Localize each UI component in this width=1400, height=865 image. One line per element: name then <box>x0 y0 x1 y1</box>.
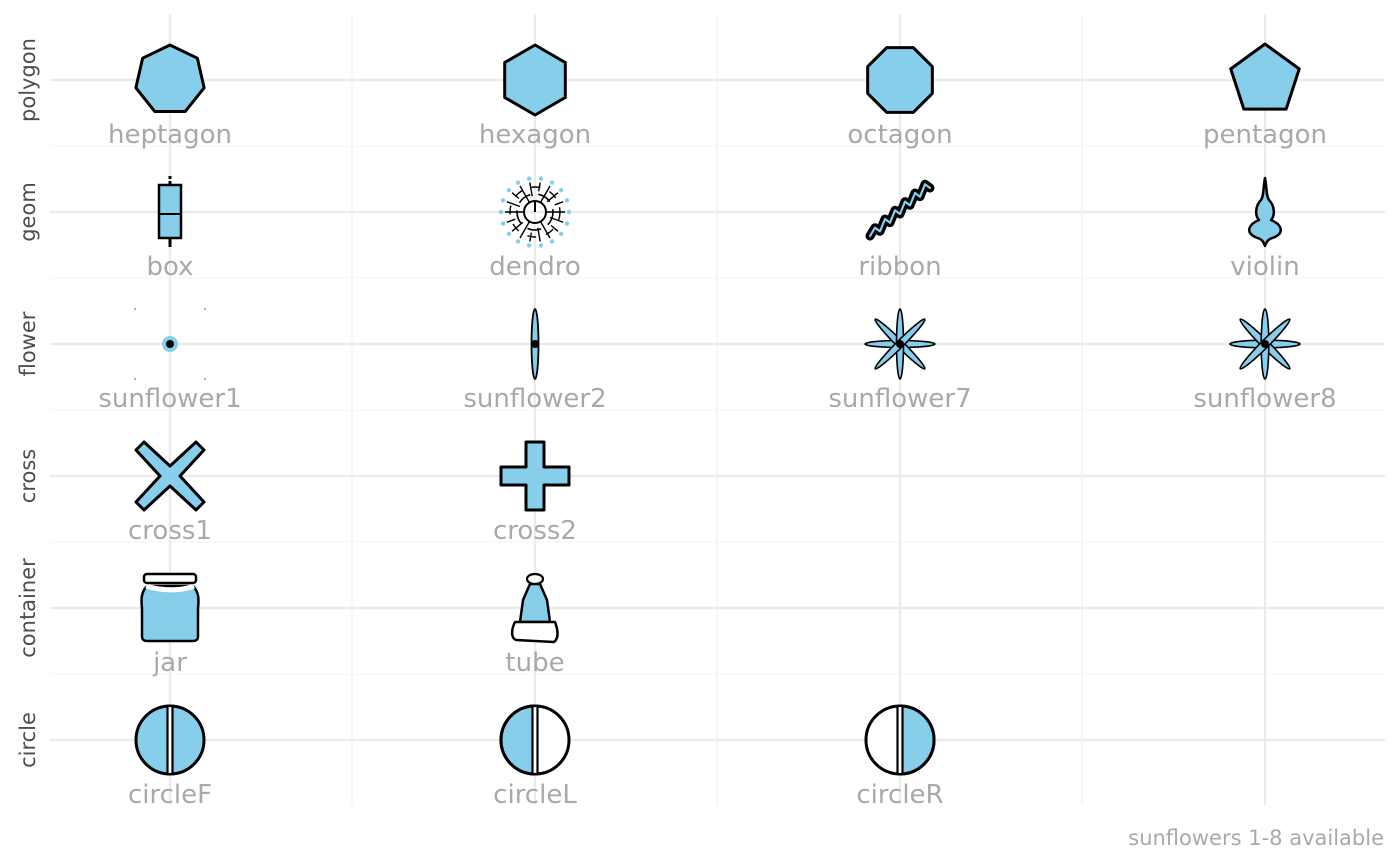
shape-mark-cross2 <box>499 440 571 512</box>
row-labels: polygon geom flower cross container circle <box>16 38 40 768</box>
shape-label-octagon: octagon <box>847 120 952 150</box>
shape-label-violin: violin <box>1230 252 1299 282</box>
shape-label-tube: tube <box>505 648 564 678</box>
shape-mark-sunflower8 <box>1229 308 1301 380</box>
row-label-circle: circle <box>16 712 40 768</box>
shape-label-sunflower2: sunflower2 <box>463 384 606 414</box>
row-label-cross: cross <box>16 449 40 503</box>
shape-label-ribbon: ribbon <box>858 252 941 282</box>
shape-label-pentagon: pentagon <box>1203 120 1327 150</box>
shape-mark-box <box>157 176 183 247</box>
shape-mark-violin <box>1247 176 1283 248</box>
shape-mark-heptagon <box>134 43 206 114</box>
shape-mark-sunflower2 <box>530 308 540 380</box>
shape-mark-hexagon <box>503 43 567 117</box>
row-label-flower: flower <box>16 311 40 376</box>
shape-mark-sunflower1 <box>134 308 206 380</box>
shape-mark-circleF <box>134 704 206 776</box>
shape-mark-pentagon <box>1229 42 1301 111</box>
shape-mark-cross1 <box>134 440 206 512</box>
row-label-polygon: polygon <box>16 38 40 122</box>
row-label-geom: geom <box>16 182 40 242</box>
shape-label-heptagon: heptagon <box>108 120 232 150</box>
shape-labels: heptagon hexagon octagon pentagon box dendro r… <box>98 120 1336 810</box>
shape-label-jar: jar <box>152 648 187 678</box>
shape-label-cross1: cross1 <box>128 516 212 546</box>
shape-label-sunflower8: sunflower8 <box>1193 384 1336 414</box>
grid-lines <box>50 14 1385 805</box>
shape-mark-tube <box>510 572 559 644</box>
shape-mark-circleR <box>864 704 936 776</box>
shape-label-cross2: cross2 <box>493 516 577 546</box>
shape-mark-circleL <box>499 704 571 776</box>
row-label-container: container <box>16 558 40 658</box>
chart-caption: sunflowers 1-8 available <box>1128 826 1384 850</box>
shape-mark-dendro <box>498 176 572 248</box>
shape-label-sunflower1: sunflower1 <box>98 384 241 414</box>
shape-label-circleL: circleL <box>493 780 577 810</box>
shape-mark-octagon <box>866 46 934 114</box>
shape-mark-jar <box>140 572 200 643</box>
shape-mark-sunflower7 <box>864 308 936 380</box>
shape-label-circleR: circleR <box>856 780 943 810</box>
shape-mark-ribbon <box>865 179 935 241</box>
shape-label-dendro: dendro <box>489 252 581 282</box>
shape-label-circleF: circleF <box>128 780 212 810</box>
shape-marks <box>134 42 1301 776</box>
shape-label-hexagon: hexagon <box>479 120 591 150</box>
shape-label-box: box <box>147 252 194 282</box>
shape-label-sunflower7: sunflower7 <box>828 384 971 414</box>
